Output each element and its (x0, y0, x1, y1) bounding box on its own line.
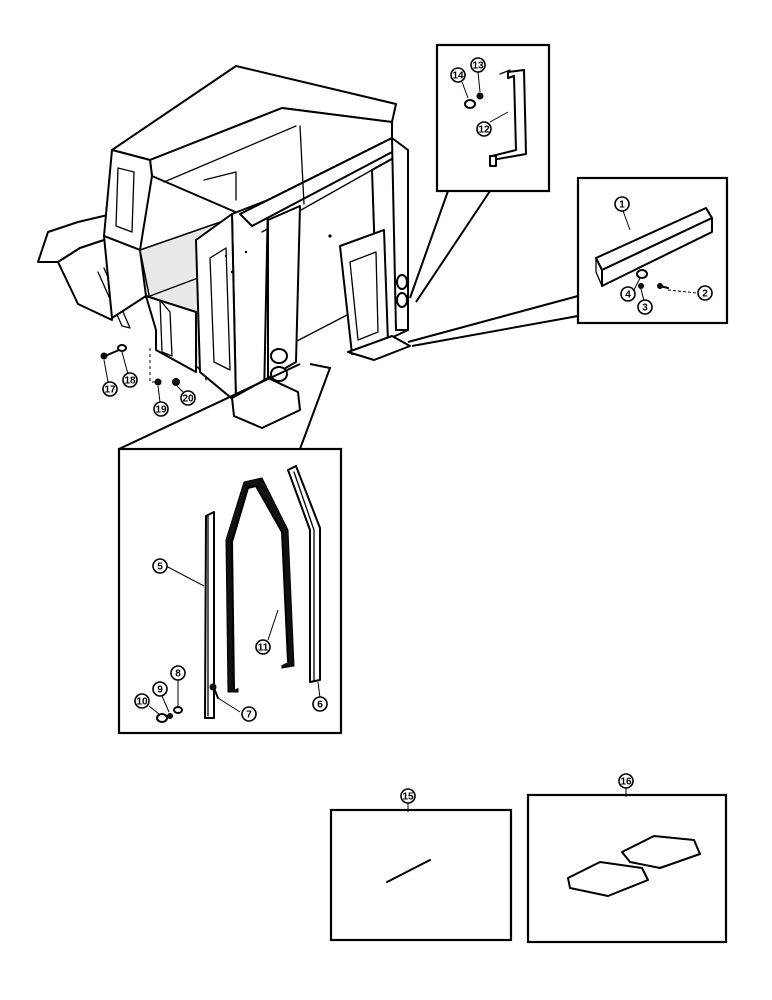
callout-13: 13 (470, 57, 486, 73)
callout-2: 2 (697, 285, 713, 301)
svg-text:7: 7 (246, 710, 252, 721)
callout-8: 8 (170, 665, 186, 681)
svg-text:17: 17 (104, 385, 116, 396)
detail-box-15 (329, 808, 513, 942)
callout-1: 1 (614, 196, 630, 212)
callout-17: 17 (102, 381, 118, 397)
cab-assembly (37, 65, 411, 429)
svg-text:2: 2 (702, 289, 708, 300)
svg-text:19: 19 (155, 405, 167, 416)
callout-19: 19 (153, 401, 169, 417)
svg-text:8: 8 (175, 669, 181, 680)
callout-11: 11 (255, 639, 271, 655)
svg-text:10: 10 (136, 697, 148, 708)
svg-text:1: 1 (619, 200, 625, 211)
detail-box-16 (526, 793, 728, 944)
callout-20: 20 (180, 390, 196, 406)
svg-text:16: 16 (620, 777, 632, 788)
callout-7: 7 (241, 706, 257, 722)
svg-text:3: 3 (642, 303, 648, 314)
svg-text:15: 15 (402, 792, 414, 803)
callout-9: 9 (152, 681, 168, 697)
detail-box-door-seals (117, 363, 343, 735)
callout-18: 18 (122, 372, 138, 388)
callout-10: 10 (134, 693, 150, 709)
callout-4: 4 (620, 286, 636, 302)
svg-text:18: 18 (124, 376, 136, 387)
svg-text:4: 4 (625, 290, 631, 301)
callout-12: 12 (476, 121, 492, 137)
callout-3: 3 (637, 299, 653, 315)
callout-14: 14 (450, 67, 466, 83)
svg-text:12: 12 (478, 125, 490, 136)
side-fasteners (100, 344, 180, 386)
detail-box-bracket (407, 176, 729, 347)
svg-text:14: 14 (452, 71, 464, 82)
svg-text:6: 6 (317, 700, 323, 711)
svg-text:11: 11 (258, 643, 269, 654)
callout-6: 6 (312, 696, 328, 712)
callout-15: 15 (400, 788, 416, 804)
callout-16: 16 (618, 773, 634, 789)
svg-text:20: 20 (182, 394, 194, 405)
svg-text:9: 9 (157, 685, 163, 696)
svg-text:5: 5 (157, 562, 163, 573)
svg-text:13: 13 (472, 61, 484, 72)
callout-5: 5 (152, 558, 168, 574)
